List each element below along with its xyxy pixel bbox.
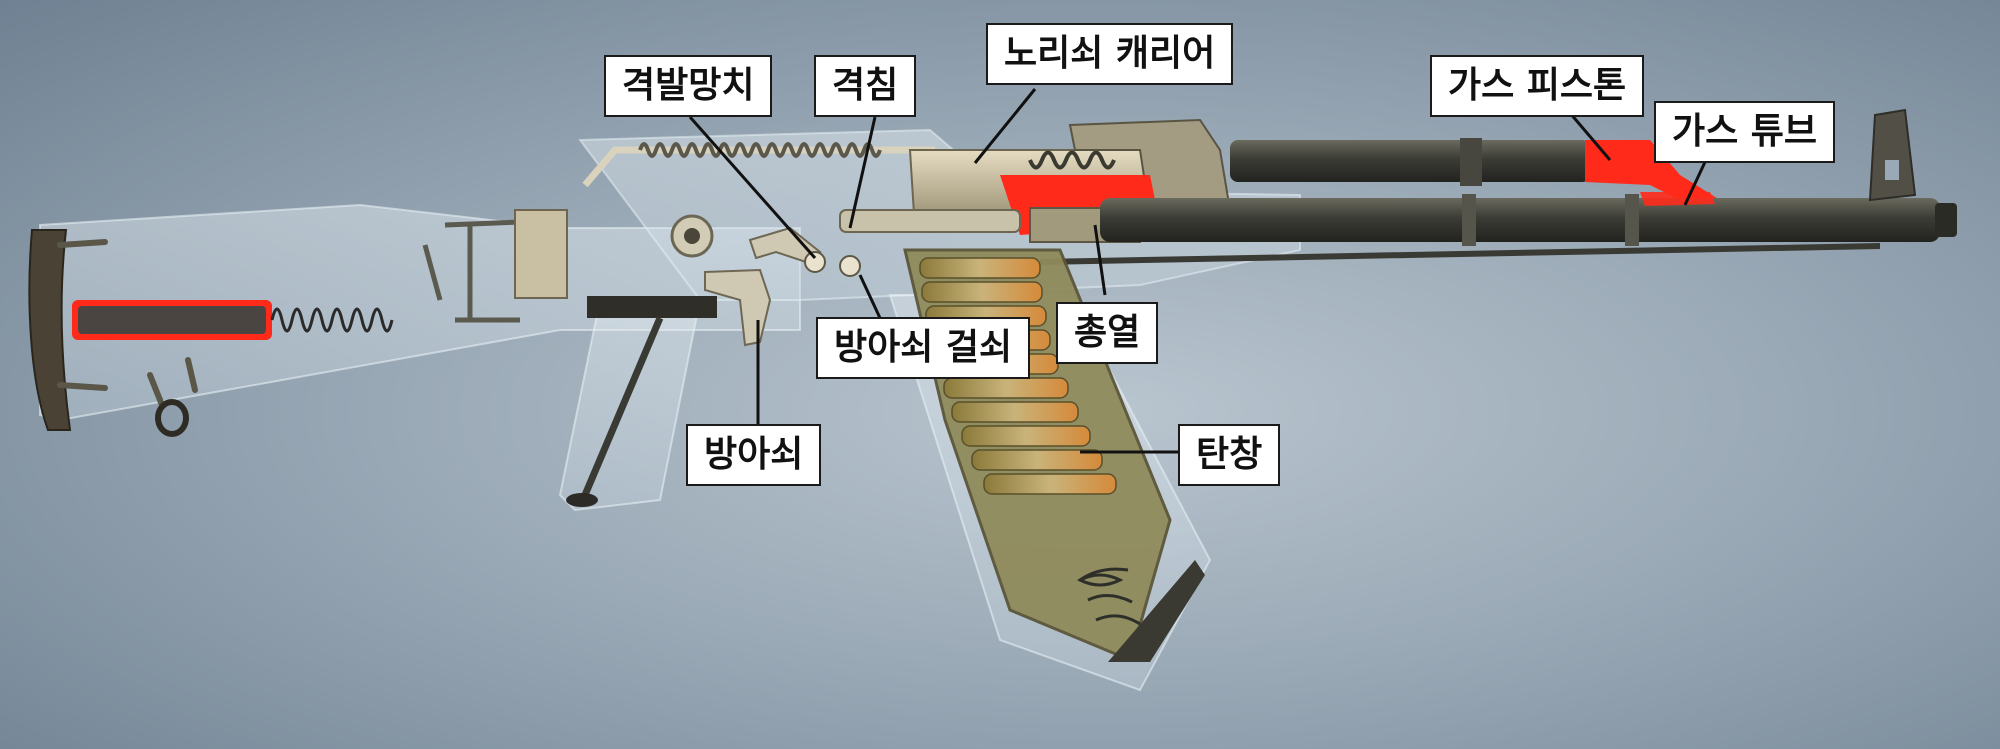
gas-piston-body [1230,140,1590,182]
leader-bolt-carrier [973,88,1037,164]
gas-tube-highlight [1640,192,1715,206]
gas-block-ring [1460,138,1482,186]
recoil-tube [78,306,266,334]
label-trigger: 방아쇠 [686,424,822,486]
label-bolt-carrier: 노리쇠 캐리어 [986,23,1234,85]
barrel-rod [1039,243,1881,265]
magazine-spring [1077,567,1141,626]
bolt-carrier-spring [1028,150,1116,170]
rear-trunnion-block [514,209,568,299]
label-magazine: 탄창 [1178,424,1281,486]
trigger-part [704,268,772,347]
leader-gas-piston [1568,112,1612,161]
recoil-guide-spring [638,142,882,158]
leader-barrel [1093,224,1107,296]
label-gas-tube: 가스 튜브 [1654,101,1836,163]
leader-gas-tube [1683,161,1707,206]
front-sight [1868,108,1917,202]
recoil-guide-rod [582,146,935,188]
label-disconnector: 방아쇠 걸쇠 [816,317,1031,379]
leader-firing-mechanism [688,116,817,259]
hammer-pin [804,251,826,273]
leader-firing-pin [848,116,877,229]
disconnector-pin [839,255,861,277]
label-firing-pin: 격침 [814,55,917,117]
leader-lines [688,88,1707,454]
label-gas-piston: 가스 피스톤 [1430,55,1645,117]
sling-swivel [155,399,189,437]
leader-disconnector [858,274,882,319]
recoil-spring [270,307,394,333]
cleaning-rod-end [566,493,598,507]
barrel-ring-2 [1625,194,1639,246]
rear-trunnion-parts [422,219,521,323]
barrel-body [1100,198,1940,242]
barrel-ring-1 [1462,194,1476,246]
ghost-pistol-grip [558,299,702,512]
front-sight-window [1885,160,1899,180]
magazine-floor-plate [1108,560,1205,662]
hammer-wheel-hub [684,228,700,244]
label-barrel: 총열 [1056,302,1159,364]
stock-screws [57,239,198,408]
cleaning-rod [581,316,664,497]
selector-plate [587,296,717,318]
butt-plate [28,229,72,431]
label-firing-mechanism: 격발망치 [604,55,773,117]
bolt [839,209,1021,233]
muzzle [1935,203,1957,237]
